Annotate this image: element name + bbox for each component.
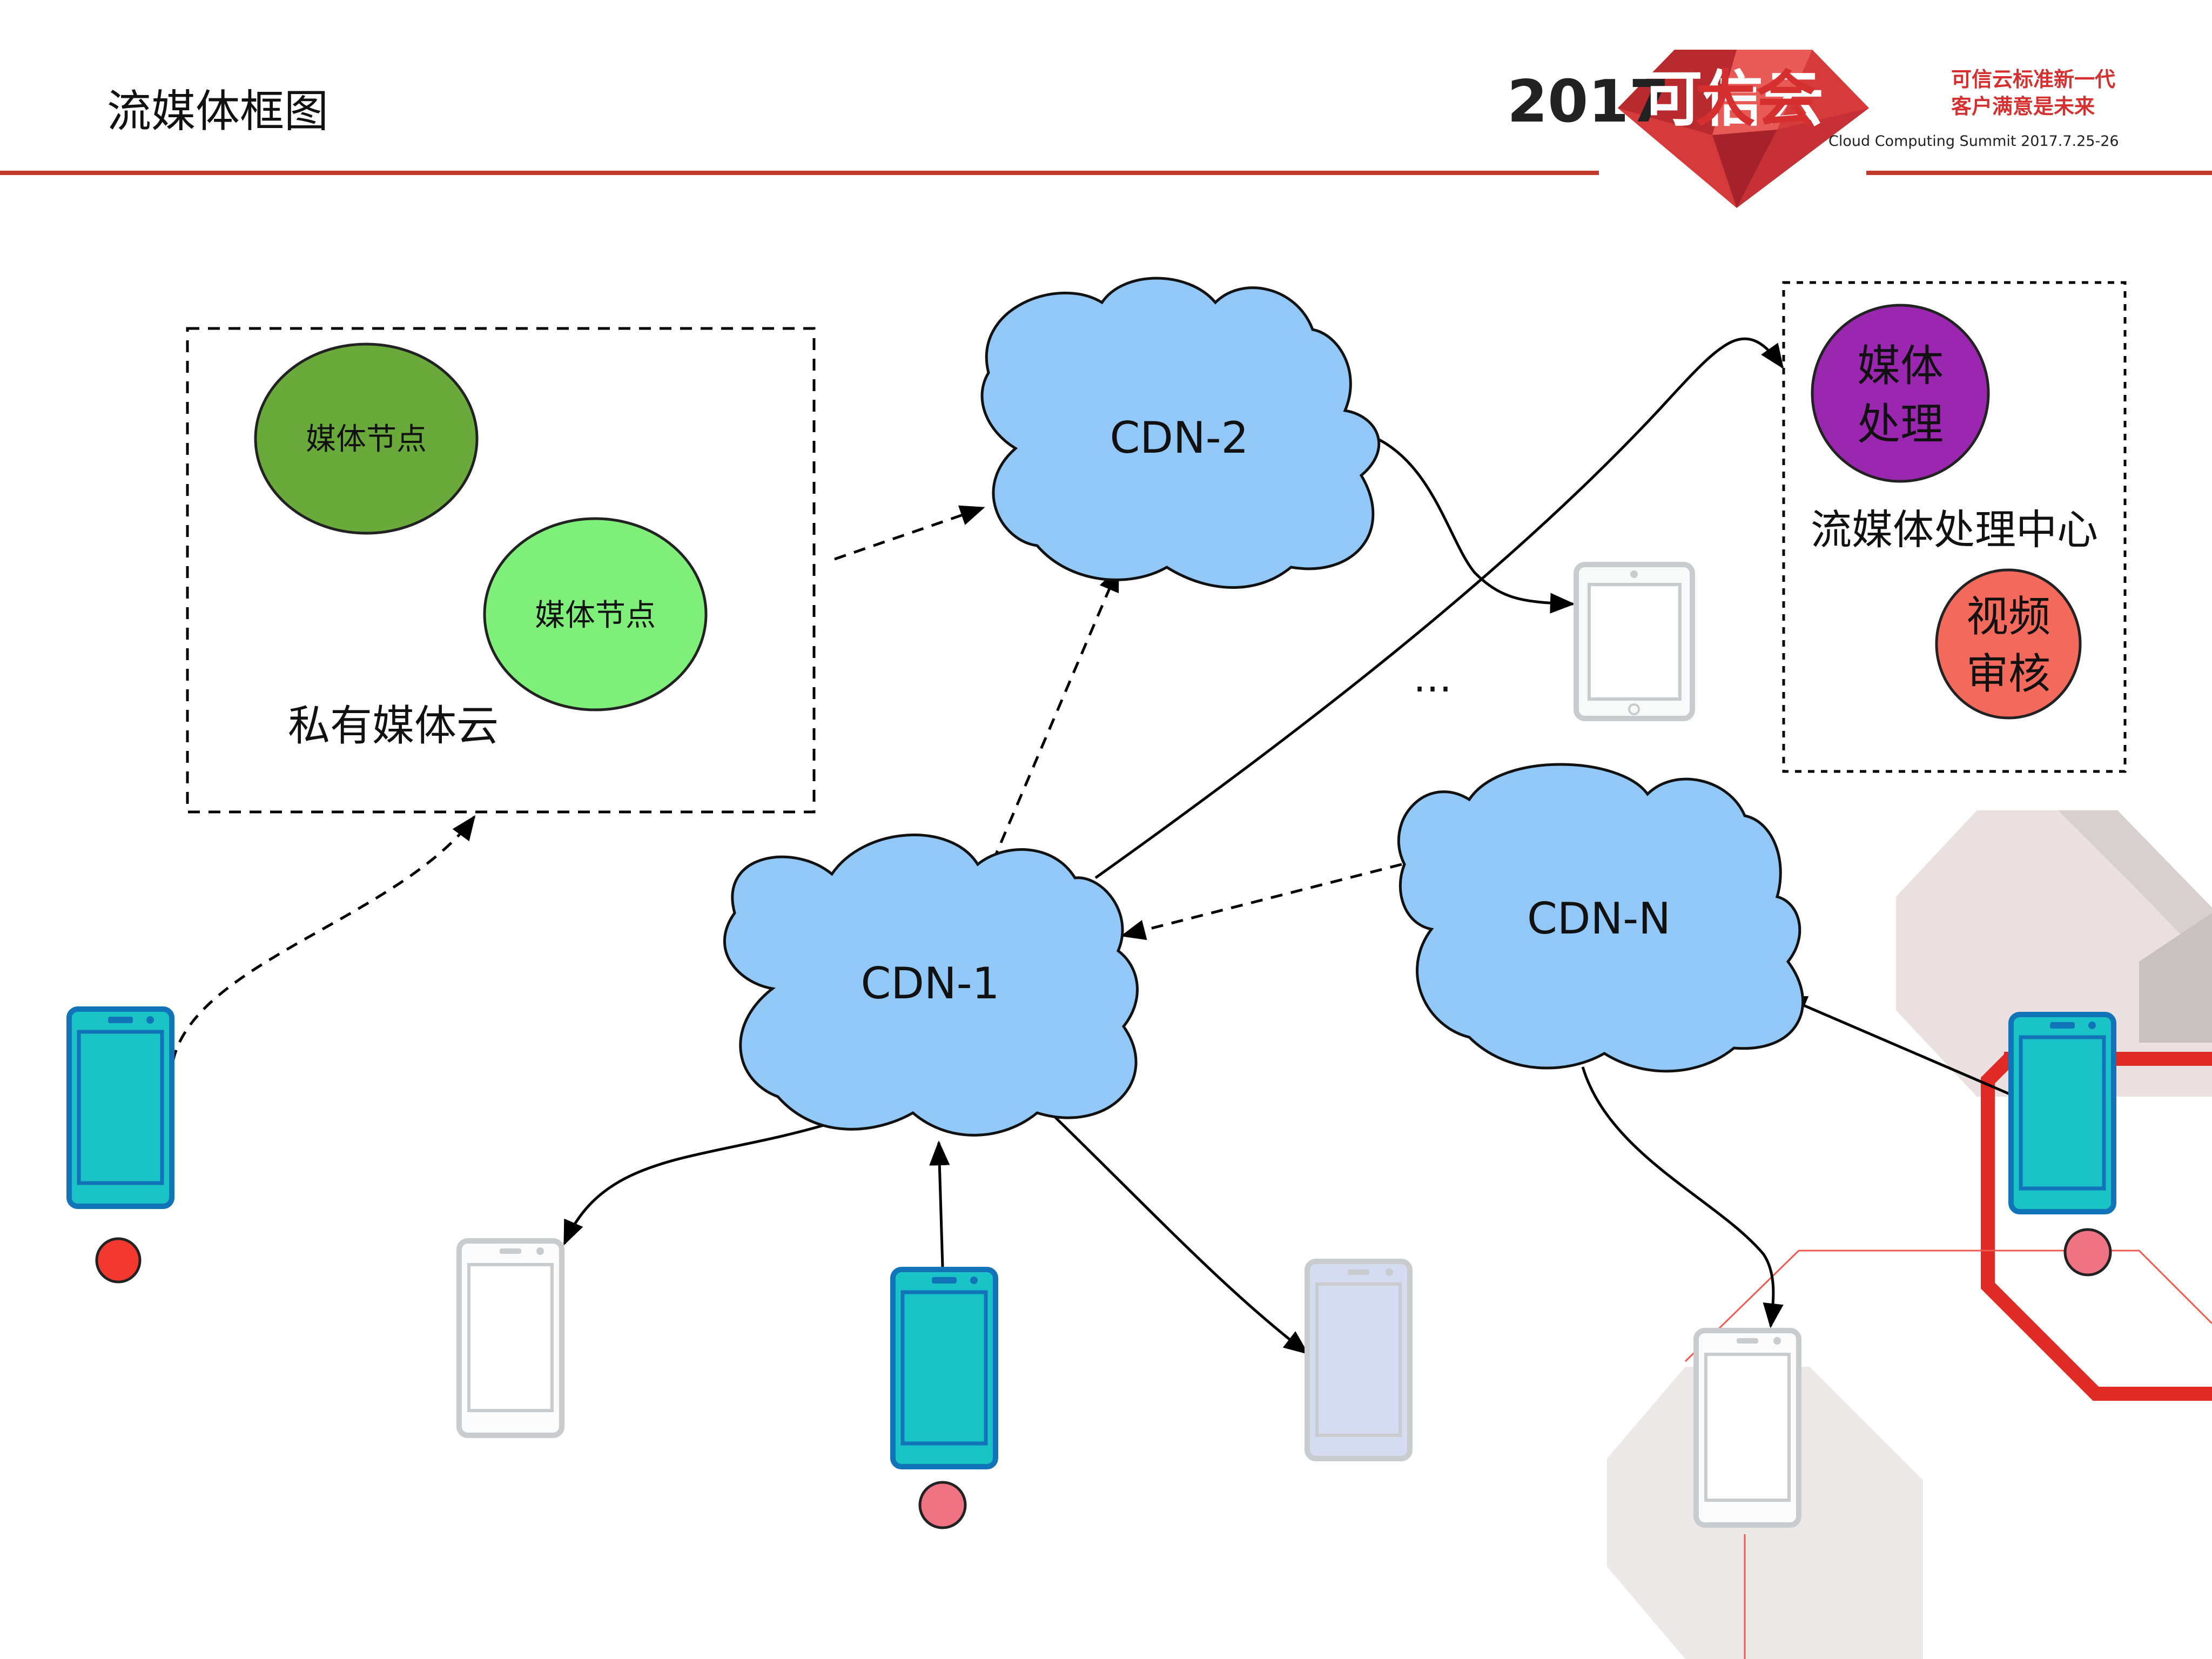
phone-publisher-right	[2008, 1012, 2116, 1214]
cdn-cloud-2: CDN-2	[980, 277, 1381, 589]
connectors	[171, 337, 2010, 1355]
logo-tagline-1: 可信云标准新一代	[1951, 68, 2115, 91]
connector-private-cloud-to-cdn-2	[834, 505, 985, 561]
phone-center-status-dot	[918, 1481, 967, 1529]
private-cloud-label: 私有媒体云	[288, 702, 499, 750]
cdn-cloud-2-label: CDN-2	[1110, 413, 1248, 463]
processing-center: 媒体 处理 流媒体处理中心 视频 审核	[1782, 281, 2127, 773]
media-node-light-green	[483, 517, 708, 711]
video-review-node	[1935, 568, 2082, 720]
tablet-device	[1574, 562, 1695, 721]
media-node-dark-green	[254, 342, 479, 535]
logo-name-part-1: 可信云	[1642, 64, 1824, 135]
connector-cdn-1-to-phone-lavender	[1047, 1109, 1309, 1355]
logo-subtitle: Cloud Computing Summit 2017.7.25-26	[1828, 133, 2119, 150]
connector-phone-center-to-cdn-1	[929, 1140, 950, 1267]
cdn-cloud-2-shape	[980, 277, 1381, 589]
more-devices-ellipsis: …	[1413, 655, 1452, 701]
phone-viewer-lavender	[1305, 1259, 1413, 1461]
media-processing-label-line-1: 媒体	[1857, 341, 1944, 391]
connector-cdn-1-to-phone-left	[563, 1122, 830, 1246]
connector-cdn-1-to-cdn-2	[991, 566, 1120, 862]
media-node-light-green-label: 媒体节点	[535, 598, 656, 633]
cdn-cloud-n: CDN-N	[1397, 763, 1804, 1073]
video-review-label-line-2: 审核	[1966, 650, 2050, 698]
processing-center-label: 流媒体处理中心	[1811, 506, 2098, 554]
logo-year: 2017	[1507, 68, 1670, 136]
phone-viewer-left	[459, 1241, 562, 1435]
connector-phone-right-to-cdn-n	[1781, 995, 2010, 1096]
processing-center-boundary	[1782, 281, 2127, 773]
cdn-cloud-1-label: CDN-1	[860, 958, 999, 1009]
private-media-cloud: 媒体节点 媒体节点 私有媒体云	[186, 327, 816, 814]
cdn-cloud-1-shape	[723, 834, 1139, 1137]
media-node-dark-green-label: 媒体节点	[306, 422, 427, 457]
media-processing-node	[1811, 304, 1990, 483]
phone-publisher-center	[890, 1267, 998, 1469]
cdn-cloud-n-label: CDN-N	[1527, 894, 1671, 944]
cdn-cloud-n-shape	[1397, 763, 1804, 1073]
phone-viewer-bottom	[1696, 1331, 1799, 1525]
video-review-label-line-1: 视频	[1966, 593, 2050, 641]
private-cloud-boundary	[186, 327, 816, 814]
media-processing-label-line-2: 处理	[1857, 399, 1944, 449]
phone-right-status-dot	[2063, 1228, 2112, 1277]
phone-publisher-left	[66, 1006, 174, 1209]
connector-cdn-n-to-cdn-1	[1120, 863, 1402, 941]
header: 流媒体框图 2017 可信云 大会 可信云标准新一代 客户满意是未来 Cloud…	[0, 50, 2212, 208]
logo-tagline-2: 客户满意是未来	[1951, 95, 2095, 118]
phone-left-status-dot	[95, 1237, 142, 1284]
cdn-cloud-1: CDN-1	[723, 834, 1139, 1137]
connector-phone-to-private-cloud	[171, 815, 476, 1062]
logo-name-part-2: 大会	[1695, 64, 1816, 135]
summit-logo: 2017 可信云 大会 可信云标准新一代 客户满意是未来 Cloud Compu…	[1507, 50, 2119, 208]
connector-cdn-1-to-processing-center	[1094, 337, 1784, 879]
connector-cdn-2-to-tablet	[1361, 431, 1575, 614]
connector-cdn-n-to-phone-bottom	[1581, 1066, 1784, 1328]
slide-title: 流媒体框图	[107, 86, 328, 137]
